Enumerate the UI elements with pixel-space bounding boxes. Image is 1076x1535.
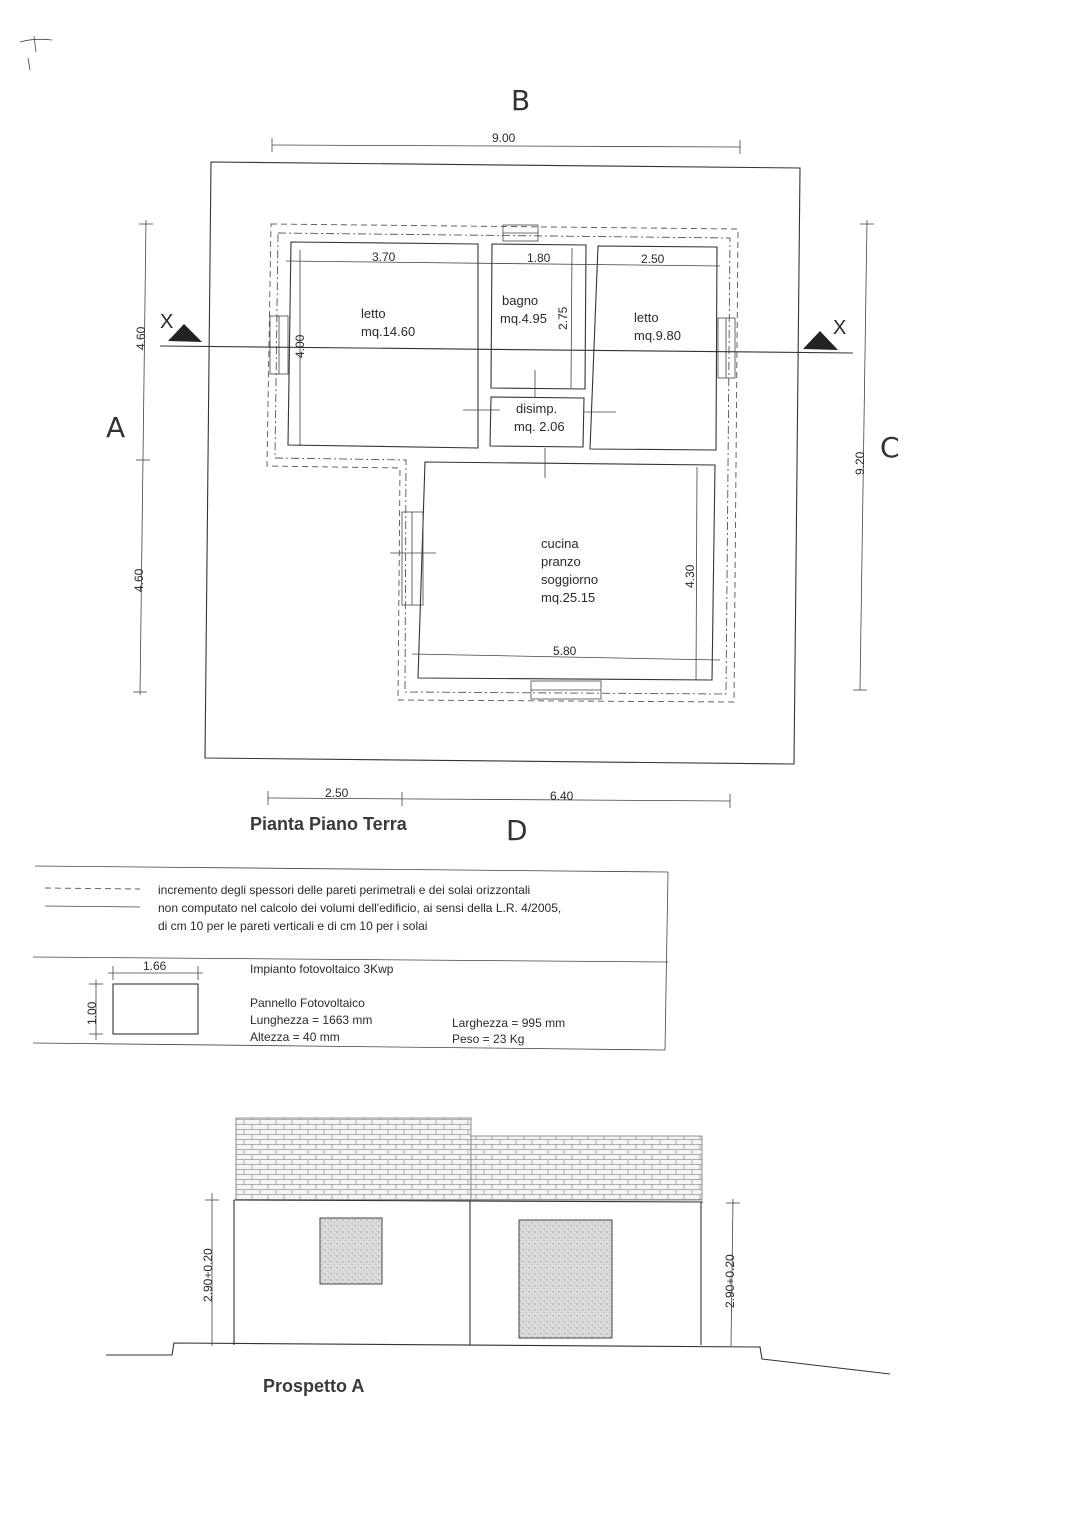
room-bagno-name: bagno <box>502 293 538 308</box>
room-cucina-area: mq.25.15 <box>541 590 595 605</box>
legend-note-line1: incremento degli spessori delle pareti p… <box>158 883 530 897</box>
elevation-roof <box>235 1117 703 1201</box>
dimension-left <box>133 219 153 696</box>
dim-bagno-width: 1.80 <box>527 251 551 265</box>
dim-cucina-width: 5.80 <box>553 644 577 658</box>
room-letto2-area: mq.9.80 <box>634 328 681 343</box>
side-label-right: C <box>880 431 900 464</box>
side-label-top: B <box>511 84 530 117</box>
dim-bottom-left: 2.50 <box>325 786 349 800</box>
room-cucina-line3: soggiorno <box>541 572 598 587</box>
dim-bagno-depth: 2.75 <box>556 306 570 330</box>
legend-peso: Peso = 23 Kg <box>452 1032 524 1046</box>
internal-dimension-lines <box>285 247 721 681</box>
legend-impianto: Impianto fotovoltaico 3Kwp <box>250 962 394 976</box>
building-increment-outline <box>266 223 739 703</box>
dimension-right <box>853 219 874 691</box>
dim-cucina-depth: 4.30 <box>683 564 697 588</box>
legend-note-line3: di cm 10 per le pareti verticali e di cm… <box>158 919 427 933</box>
door-ticks <box>390 370 616 554</box>
room-cucina-line1: cucina <box>541 536 579 551</box>
legend-panel-width-dim: 1.66 <box>143 959 167 973</box>
dim-bottom-right: 6.40 <box>550 789 574 803</box>
legend-note-line2: non computato nel calcolo dei volumi del… <box>158 901 561 915</box>
legend-panel-height-dim: 1.00 <box>85 1001 99 1025</box>
building-inner-dashed <box>274 232 731 695</box>
elevation-window-right <box>518 1219 613 1339</box>
room-walls <box>287 241 718 681</box>
legend-pannello: Pannello Fotovoltaico <box>250 996 365 1010</box>
elevation-window-left <box>319 1217 383 1285</box>
side-label-left: A <box>106 411 125 444</box>
legend-altezza: Altezza = 40 mm <box>250 1030 340 1044</box>
dim-left-upper: 4.60 <box>134 326 148 350</box>
dim-letto2-width: 2.50 <box>641 252 665 266</box>
dim-letto1-depth: 4.00 <box>293 334 307 358</box>
elevation-ground <box>106 1342 891 1375</box>
elevation-height-dims <box>205 1193 740 1347</box>
pv-panel-symbol <box>89 966 203 1040</box>
corner-scribble <box>19 35 53 71</box>
legend-larghezza: Larghezza = 995 mm <box>452 1016 565 1030</box>
dim-letto1-width: 3.70 <box>372 250 396 264</box>
room-cucina-line2: pranzo <box>541 554 581 569</box>
side-label-bottom: D <box>506 814 528 847</box>
window-openings <box>269 224 736 700</box>
room-disimp-area: mq. 2.06 <box>514 419 565 434</box>
room-bagno-area: mq.4.95 <box>500 311 547 326</box>
plan-title: Pianta Piano Terra <box>250 814 408 834</box>
dimension-top-overall <box>271 138 741 154</box>
section-line-x <box>159 324 854 354</box>
section-mark-left: X <box>160 311 173 333</box>
dimension-bottom <box>267 791 731 808</box>
dim-right-total: 9.20 <box>853 451 867 475</box>
room-letto2-name: letto <box>634 310 659 325</box>
elevation-walls <box>233 1199 704 1345</box>
dim-overall-width: 9.00 <box>492 131 516 145</box>
legend-box <box>32 865 669 1051</box>
room-disimp-name: disimp. <box>516 401 557 416</box>
elevation-height-left: 2.90+0.20 <box>201 1248 215 1302</box>
legend-lunghezza: Lunghezza = 1663 mm <box>250 1013 372 1027</box>
section-mark-right: X <box>833 317 846 339</box>
room-letto1-area: mq.14.60 <box>361 324 415 339</box>
elevation-height-right: 2.90+0.20 <box>723 1254 737 1308</box>
elevation-title: Prospetto A <box>263 1376 364 1396</box>
site-boundary <box>204 161 801 765</box>
dim-left-lower: 4.60 <box>132 568 146 592</box>
room-letto1-name: letto <box>361 306 386 321</box>
